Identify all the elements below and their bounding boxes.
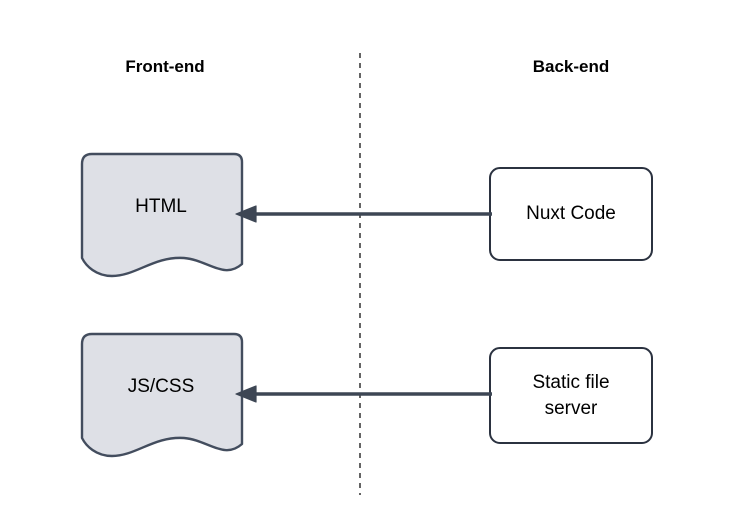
arrow-nuxt-to-html[interactable] bbox=[230, 196, 500, 232]
node-label-nuxt-code: Nuxt Code bbox=[526, 203, 616, 224]
process-box-nuxt-code[interactable]: Nuxt Code bbox=[489, 167, 653, 261]
process-box-static-file-server[interactable]: Static file server bbox=[489, 347, 653, 444]
document-shape-jscss[interactable] bbox=[74, 332, 244, 464]
arrow-static-to-jscss[interactable] bbox=[230, 376, 500, 412]
document-shape-html[interactable] bbox=[74, 152, 244, 284]
node-label-html: HTML bbox=[135, 196, 187, 217]
column-title-backend: Back-end bbox=[532, 57, 610, 76]
node-label-static-file-server-line1: Static file bbox=[532, 371, 610, 393]
node-label-jscss: JS/CSS bbox=[127, 376, 195, 397]
column-title-frontend: Front-end bbox=[125, 57, 205, 76]
node-label-static-file-server-line2: server bbox=[544, 397, 598, 419]
